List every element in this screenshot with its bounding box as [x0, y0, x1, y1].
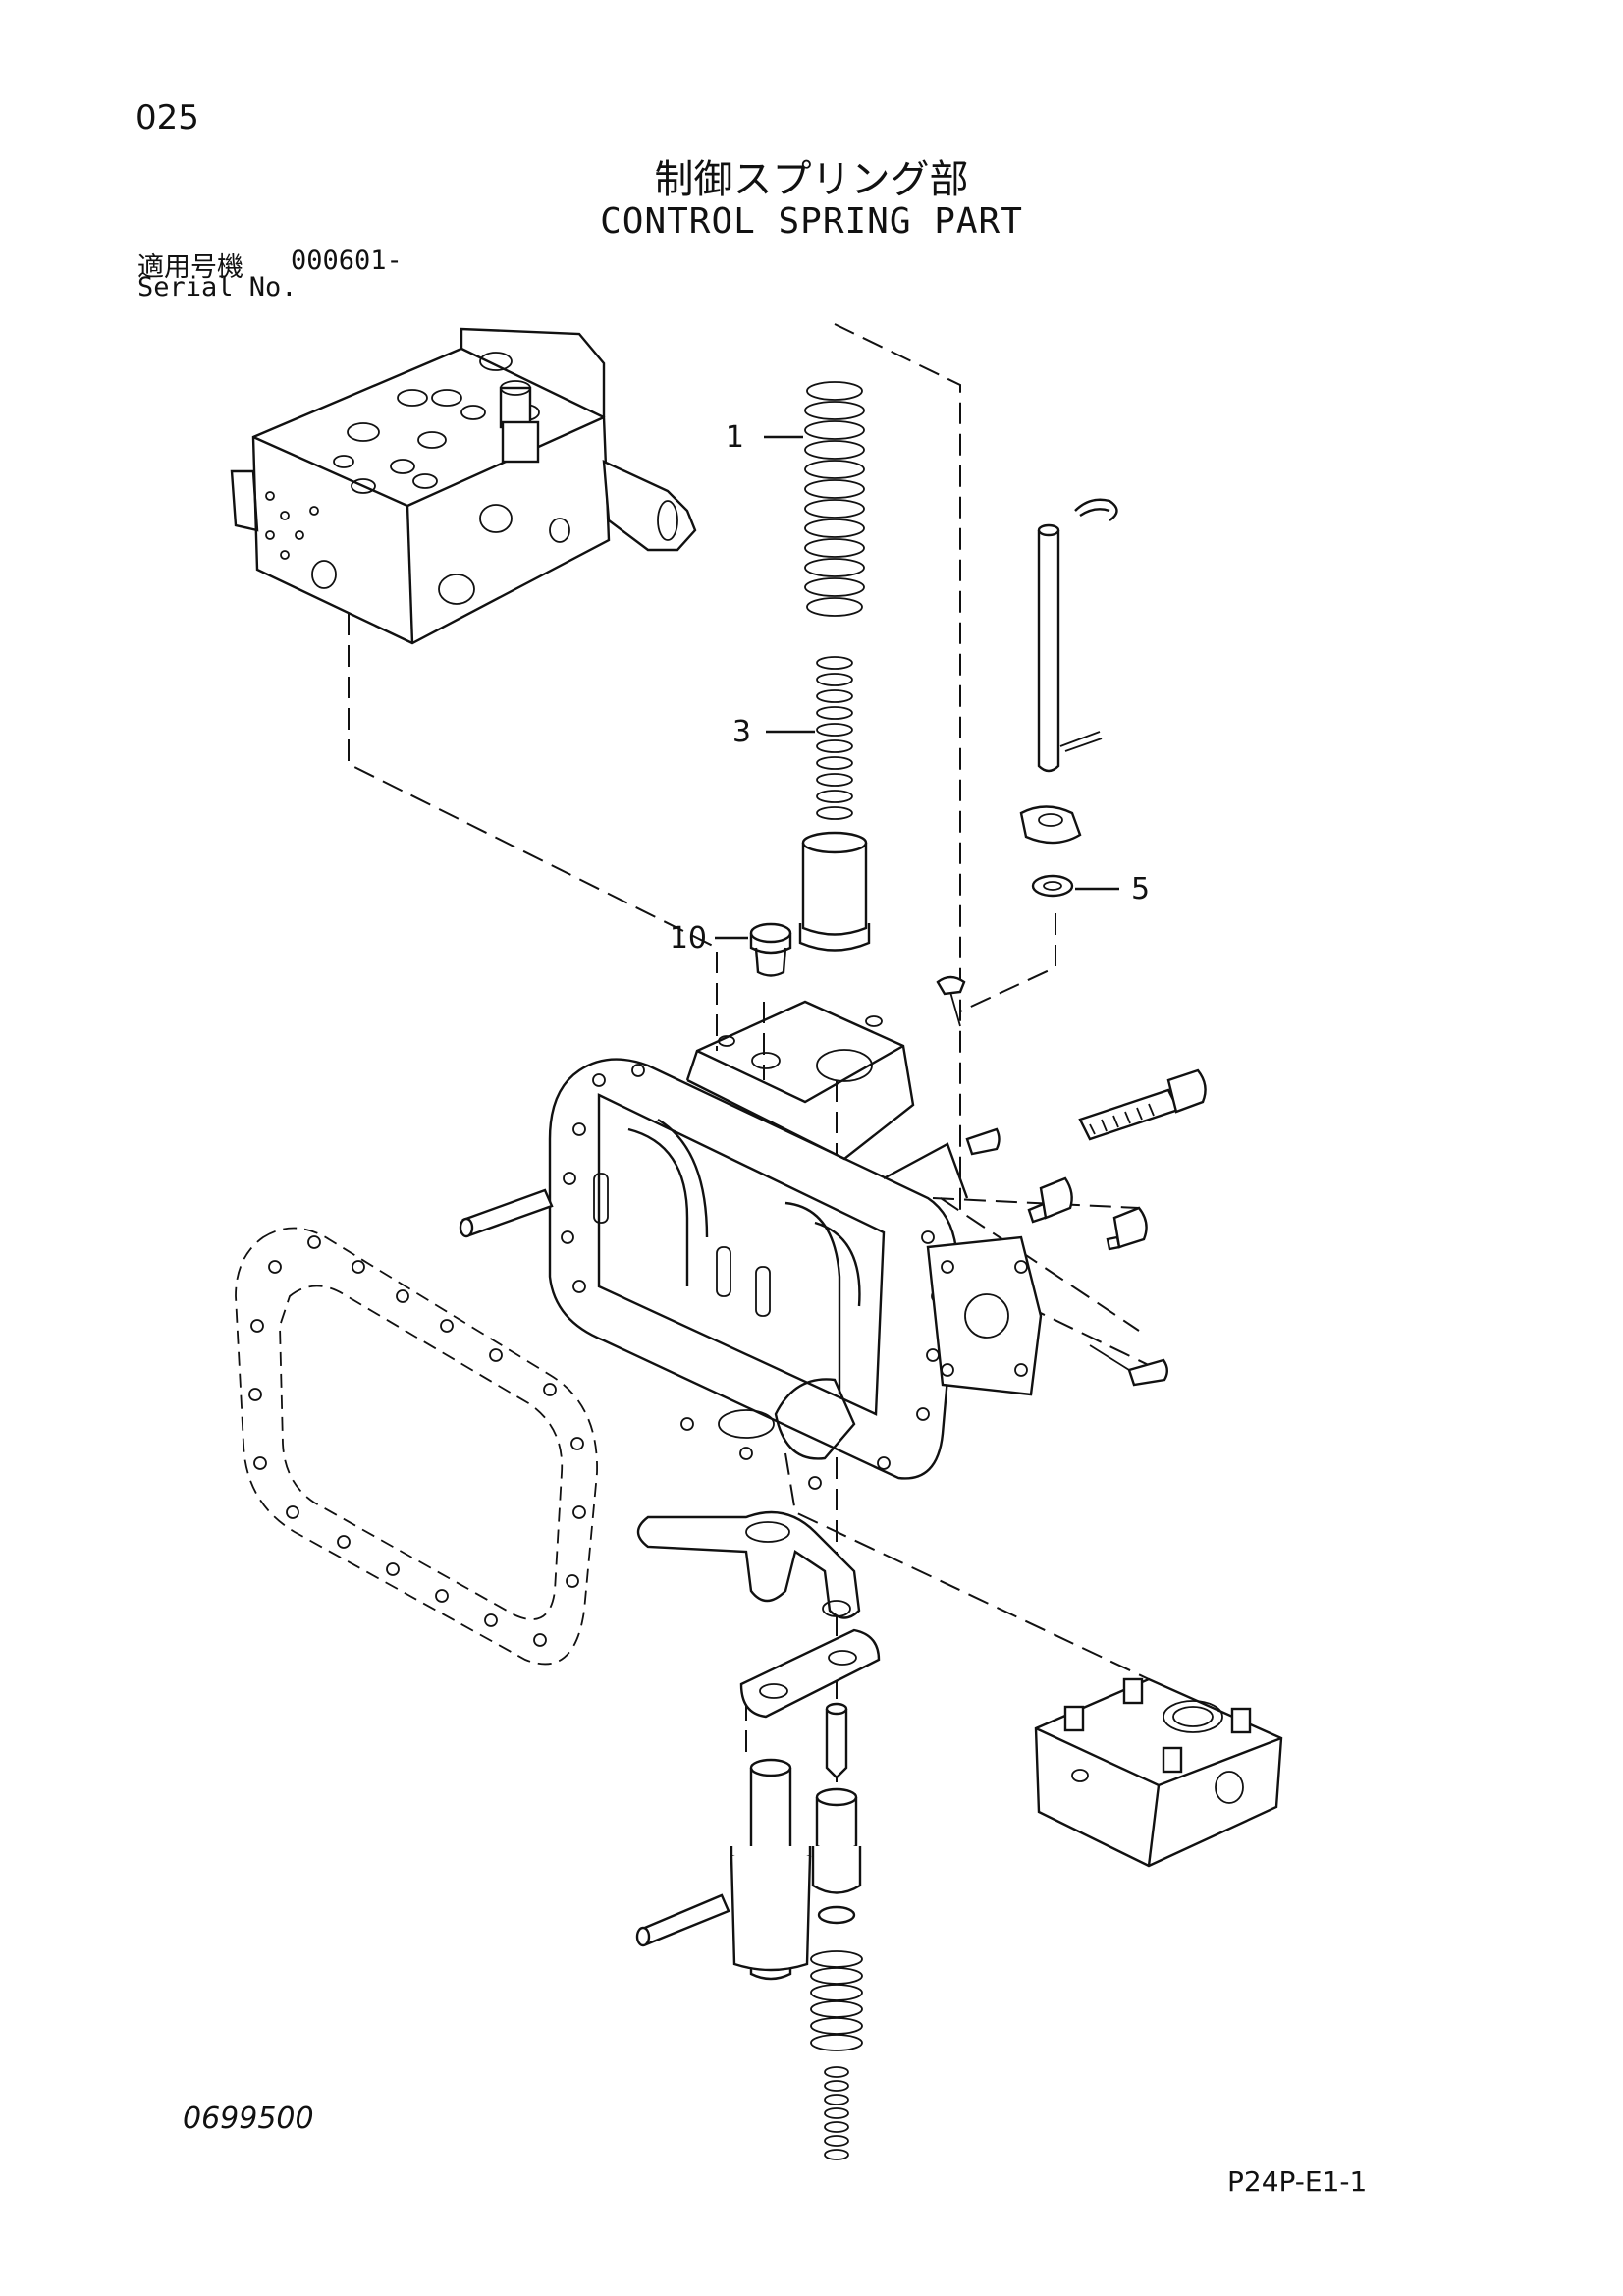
callout-5: 5	[1075, 872, 1150, 906]
drawing-number: 0699500	[183, 2102, 314, 2136]
spring-part-3	[816, 656, 853, 820]
lower-inner-spring	[824, 2066, 849, 2160]
feedback-pin	[1037, 498, 1118, 773]
lower-spring	[810, 1950, 863, 2051]
serial-label-english: Serial No.	[137, 272, 298, 302]
pump-housing	[548, 1000, 1043, 1490]
control-lever-arm	[636, 1510, 861, 1619]
dowel-pin	[459, 1188, 554, 1238]
lower-valve-spool	[811, 1702, 862, 1925]
plug-part-10	[749, 922, 792, 977]
link-plate	[739, 1628, 881, 1719]
washer-part-5	[1031, 874, 1074, 898]
spring-part-1	[804, 381, 865, 617]
serial-label-japanese: 適用号機	[137, 252, 243, 283]
callout-1: 1	[726, 420, 803, 455]
retainer-plate	[1019, 805, 1082, 845]
svg-text:5: 5	[1131, 872, 1150, 906]
page-number: 025	[135, 98, 199, 137]
control-valve-block	[230, 327, 697, 645]
spring-guide-sleeve	[798, 831, 871, 952]
lower-piston-assembly	[635, 1758, 812, 1981]
title-japanese: 制御スプリング部	[654, 157, 969, 202]
svg-text:10: 10	[670, 921, 707, 956]
serial-number-value: 000601-	[291, 246, 403, 276]
svg-text:1: 1	[726, 420, 744, 455]
callout-10: 10	[670, 921, 748, 956]
title-english: CONTROL SPRING PART	[600, 201, 1023, 242]
housing-gasket	[235, 1227, 598, 1666]
housing-bolts	[936, 975, 1207, 1387]
svg-text:3: 3	[732, 715, 751, 749]
callout-3: 3	[732, 715, 815, 749]
sheet-code: P24P-E1-1	[1227, 2165, 1368, 2198]
cover-block	[1034, 1677, 1283, 1868]
